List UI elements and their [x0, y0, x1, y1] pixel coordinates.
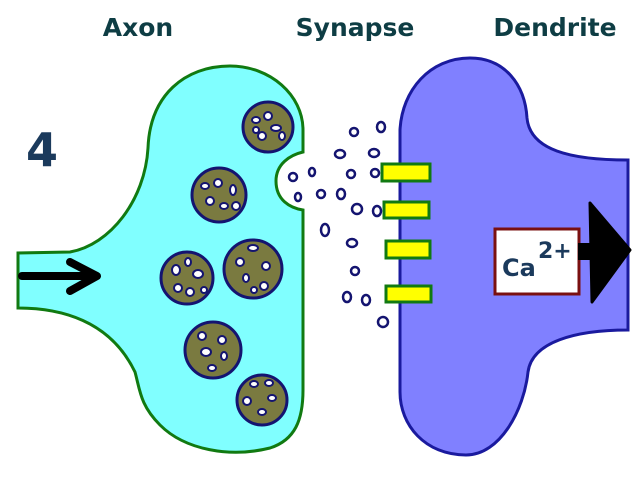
receptor: [382, 200, 431, 220]
synapse-label: Synapse: [296, 13, 415, 42]
neurotransmitter: [341, 290, 353, 304]
neurotransmitter: [375, 120, 387, 134]
vesicle: [235, 373, 289, 427]
neurotransmitter: [319, 222, 331, 238]
neurotransmitter: [345, 237, 359, 249]
neurotransmitter: [345, 168, 357, 180]
neurotransmitter: [350, 202, 364, 216]
neurotransmitter: [335, 187, 347, 201]
neurotransmitter: [293, 191, 303, 203]
neurotransmitter: [315, 188, 327, 200]
ion-charge: 2+: [538, 239, 572, 264]
vesicle: [241, 100, 295, 154]
vesicle: [190, 166, 248, 224]
neurotransmitter: [371, 204, 383, 218]
axon-label: Axon: [103, 13, 173, 42]
receptor: [384, 239, 432, 260]
neurotransmitter: [367, 147, 381, 159]
vesicle: [183, 320, 243, 380]
neurotransmitter: [376, 315, 390, 329]
neurotransmitter: [287, 171, 299, 183]
step-number: 4: [26, 123, 58, 177]
dendrite-label: Dendrite: [493, 13, 616, 42]
vesicle: [222, 238, 284, 300]
receptor: [384, 284, 433, 304]
arrow-right-icon: [18, 258, 101, 295]
neurotransmitter: [348, 126, 360, 138]
neurotransmitters: [287, 120, 390, 329]
neurotransmitter: [360, 293, 372, 307]
vesicle: [159, 250, 215, 306]
receptor: [380, 162, 432, 183]
neurotransmitter: [369, 167, 381, 179]
arrow-right-icon: [578, 201, 632, 304]
neurotransmitter: [333, 148, 347, 160]
ion-symbol: Ca: [502, 254, 536, 282]
calcium-ion-box: Ca 2+: [493, 227, 581, 296]
neurotransmitter: [349, 265, 361, 277]
neurotransmitter: [307, 166, 317, 178]
